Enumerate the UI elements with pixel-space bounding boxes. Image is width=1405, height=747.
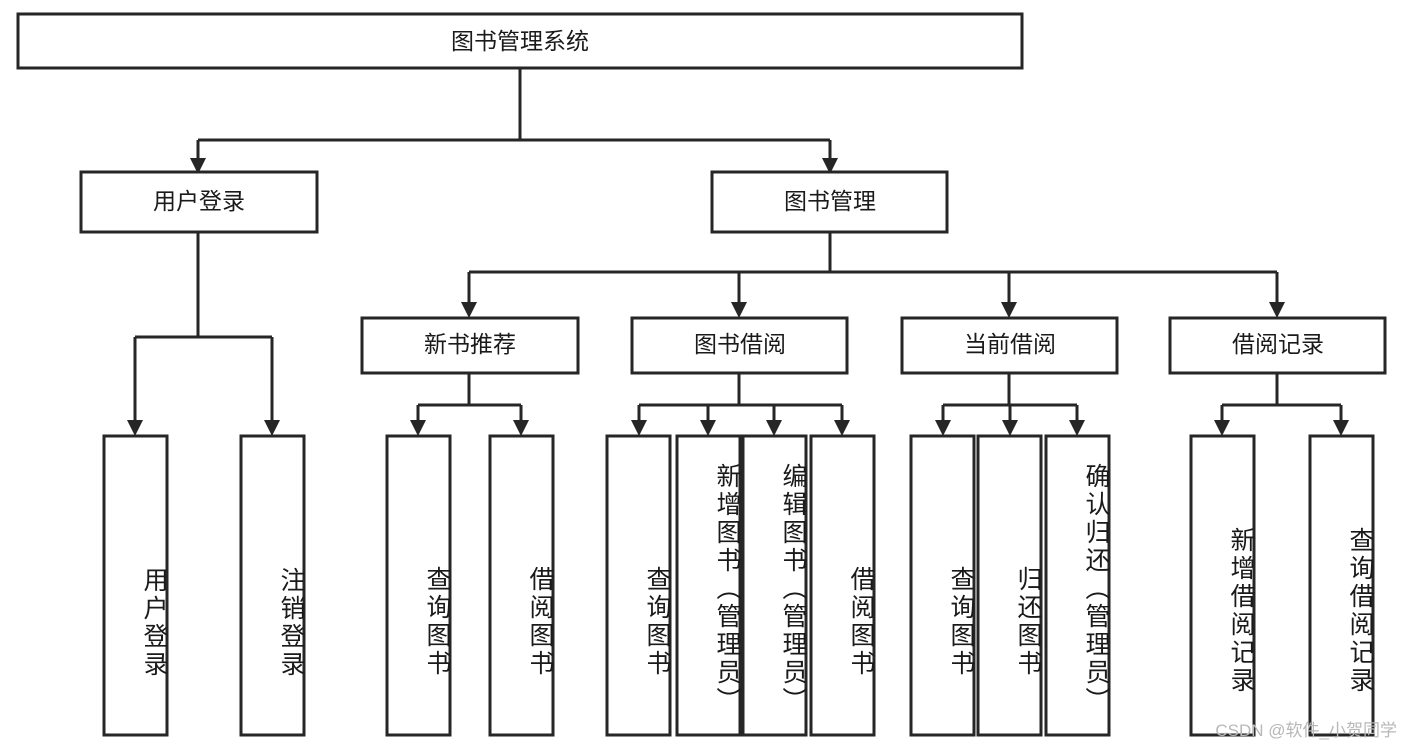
node-book-borrow-label: 图书借阅 xyxy=(694,331,786,357)
node-borrow-record-box[interactable] xyxy=(1168,316,1387,375)
node-user-login-label: 用户登录 xyxy=(153,188,245,214)
arrowhead-bb-leaf2 xyxy=(700,420,716,436)
arrowhead-new-book-recommend xyxy=(461,302,477,318)
arrowhead-bb-leaf4 xyxy=(834,420,850,436)
leaf-box-add-borrow-record[interactable] xyxy=(1189,434,1256,737)
arrowhead-borrow-record xyxy=(1269,302,1285,318)
arrowhead-cb-leaf1 xyxy=(935,420,951,436)
node-root-box[interactable] xyxy=(16,12,1024,70)
leaf-box-logout[interactable] xyxy=(239,434,306,737)
node-root-label: 图书管理系统 xyxy=(451,28,589,54)
node-borrow-record-label: 借阅记录 xyxy=(1232,331,1324,357)
node-current-borrow-label: 当前借阅 xyxy=(964,331,1056,357)
arrowhead-br-leaf2 xyxy=(1333,420,1349,436)
leaf-box-borrow-book-bb[interactable] xyxy=(809,434,876,737)
arrowhead-cb-leaf2 xyxy=(1002,420,1018,436)
csdn-watermark: CSDN @软件_小贺同学 xyxy=(1215,721,1397,740)
leaf-box-return-book[interactable] xyxy=(976,434,1043,737)
arrowhead-nb-leaf1 xyxy=(410,420,426,436)
connector-group-new-book-recommend xyxy=(410,373,529,436)
arrowhead-nb-leaf2 xyxy=(513,420,529,436)
leaf-box-query-book-cb[interactable] xyxy=(909,434,976,737)
leaf-box-borrow-book-nb[interactable] xyxy=(488,434,555,737)
node-new-book-recommend-box[interactable] xyxy=(360,316,580,375)
leaf-box-query-book-nb[interactable] xyxy=(385,434,452,737)
leaf-box-confirm-return-admin[interactable] xyxy=(1044,434,1111,737)
leaf-box-edit-book-admin[interactable] xyxy=(741,434,808,737)
connector-group-current-borrow xyxy=(935,373,1085,436)
leaf-box-user-login[interactable] xyxy=(102,434,169,737)
leaf-box-query-book-bb[interactable] xyxy=(605,434,672,737)
node-user-login-box[interactable] xyxy=(79,170,319,234)
arrowhead-bb-leaf1 xyxy=(631,420,647,436)
connector-group-book-borrow xyxy=(631,373,850,436)
node-book-manage-label: 图书管理 xyxy=(784,188,876,214)
arrowhead-br-leaf1 xyxy=(1214,420,1230,436)
connector-group-book-manage xyxy=(461,232,1285,318)
node-new-book-recommend-label: 新书推荐 xyxy=(424,331,516,357)
arrowhead-book-manage xyxy=(822,158,838,174)
arrowhead-cb-leaf3 xyxy=(1069,420,1085,436)
arrowhead-leaf-logout xyxy=(264,420,280,436)
node-current-borrow-box[interactable] xyxy=(900,316,1119,375)
connector-group-user-login xyxy=(127,232,280,436)
leaf-box-add-book-admin[interactable] xyxy=(675,434,742,737)
leaf-box-query-borrow-record[interactable] xyxy=(1308,434,1375,737)
arrowhead-book-borrow xyxy=(731,302,747,318)
node-book-borrow-box[interactable] xyxy=(630,316,849,375)
node-book-manage-box[interactable] xyxy=(710,170,949,234)
arrowhead-user-login xyxy=(190,158,206,174)
arrowhead-leaf-user-login xyxy=(127,420,143,436)
arrowhead-bb-leaf3 xyxy=(766,420,782,436)
arrowhead-current-borrow xyxy=(1001,302,1017,318)
connector-group-root xyxy=(190,68,838,174)
connector-group-borrow-record xyxy=(1214,373,1349,436)
